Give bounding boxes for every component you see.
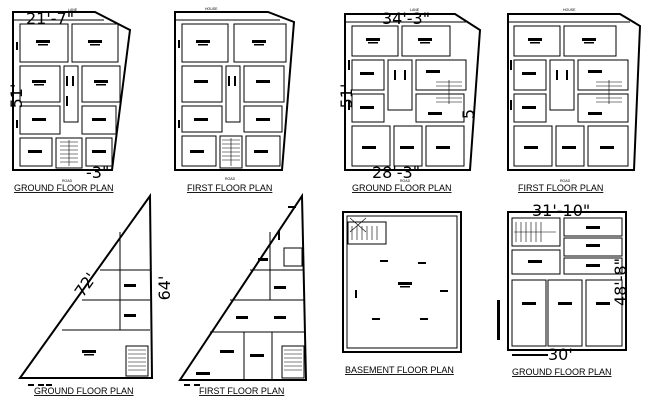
p6-caption: FIRST FLOOR PLAN xyxy=(199,386,284,396)
plan-basement-floor: BASEMENT FLOOR PLAN xyxy=(342,211,462,375)
p3-bottom-dim: 28'-3" xyxy=(372,163,420,182)
p1-lane-label: LANE xyxy=(68,8,78,12)
p1-bottom-dim: -3" xyxy=(86,163,109,182)
p3-height-dim: 51' xyxy=(337,84,356,109)
p1-road-label: ROAD xyxy=(62,179,73,183)
plan-ground-floor-4: 31'-10" 48'-8" 30' GROUND FLOOR PLAN xyxy=(497,201,630,377)
p7-caption: BASEMENT FLOOR PLAN xyxy=(345,365,454,375)
p4-caption: FIRST FLOOR PLAN xyxy=(518,183,603,193)
p2-house-label: HOUSE xyxy=(205,7,218,11)
p3-right-dim: 5 xyxy=(459,109,478,119)
p1-height-dim: 51' xyxy=(7,84,26,109)
plan-first-floor-2: HOUSE ROAD FIRST FLOOR PLAN xyxy=(507,8,642,193)
p5-caption: GROUND FLOOR PLAN xyxy=(34,386,134,396)
plan-first-floor-1: HOUSE ROAD FIRST FLOOR PLAN xyxy=(174,7,296,193)
p3-caption: GROUND FLOOR PLAN xyxy=(352,183,452,193)
plan-ground-floor-1: LANE ROAD 21'-7" 51' -3" GROUND FLOOR PL… xyxy=(7,8,132,193)
p3-road-label: ROAD xyxy=(400,179,411,183)
plan-ground-floor-2: LANE ROAD 34'-3" 51' 5 28'-3" GROUND FLO… xyxy=(337,8,482,193)
p4-road-label: ROAD xyxy=(560,179,571,183)
p5-diag-dim: 72' xyxy=(71,269,101,300)
p4-house-label: HOUSE xyxy=(563,8,576,12)
p2-road-label: ROAD xyxy=(225,177,236,181)
p8-caption: GROUND FLOOR PLAN xyxy=(512,367,612,377)
p2-caption: FIRST FLOOR PLAN xyxy=(187,183,272,193)
p1-caption: GROUND FLOOR PLAN xyxy=(14,183,114,193)
p1-width-dim: 21'-7" xyxy=(26,9,74,28)
plan-first-floor-3: FIRST FLOOR PLAN xyxy=(178,192,308,396)
p3-lane-label: LANE xyxy=(410,8,420,12)
p8-width-dim: 31'-10" xyxy=(532,201,590,220)
p8-bottom-dim: 30' xyxy=(548,345,573,364)
p3-width-dim: 34'-3" xyxy=(382,9,430,28)
plan-ground-floor-3: 72' 64' GROUND FLOOR PLAN xyxy=(18,192,174,396)
p5-height-dim: 64' xyxy=(155,276,174,301)
p8-height-dim: 48'-8" xyxy=(611,258,630,306)
